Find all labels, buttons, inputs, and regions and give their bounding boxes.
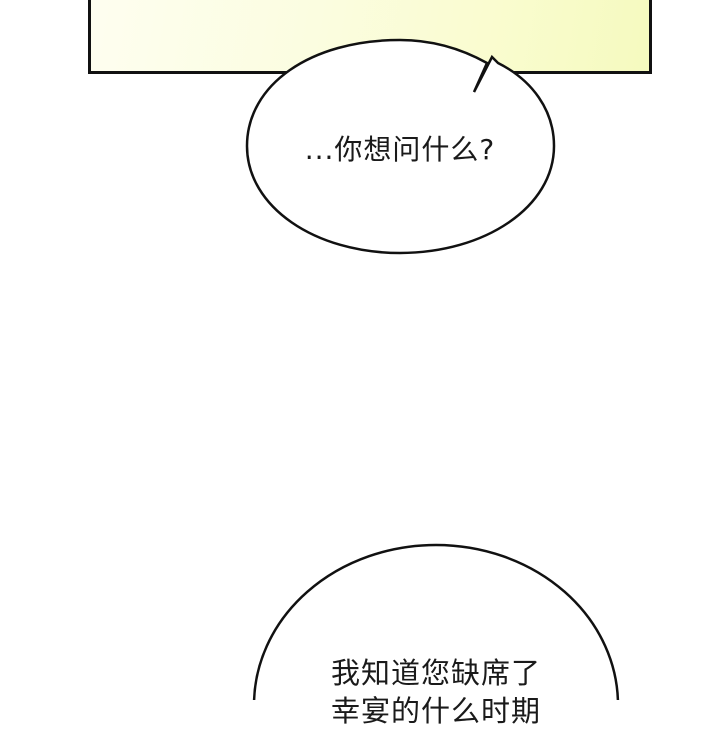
speech-bubbles-layer (245, 38, 620, 700)
speech-bubble-2-line-2: 幸宴的什么时期 (330, 694, 541, 728)
speech-bubble-1-text: ...你想问什么? (304, 133, 496, 166)
speech-bubble-2 (252, 543, 620, 700)
speech-bubble-2-line-1: 我知道您缺席了 (330, 656, 541, 690)
speech-bubble-1 (245, 38, 556, 255)
